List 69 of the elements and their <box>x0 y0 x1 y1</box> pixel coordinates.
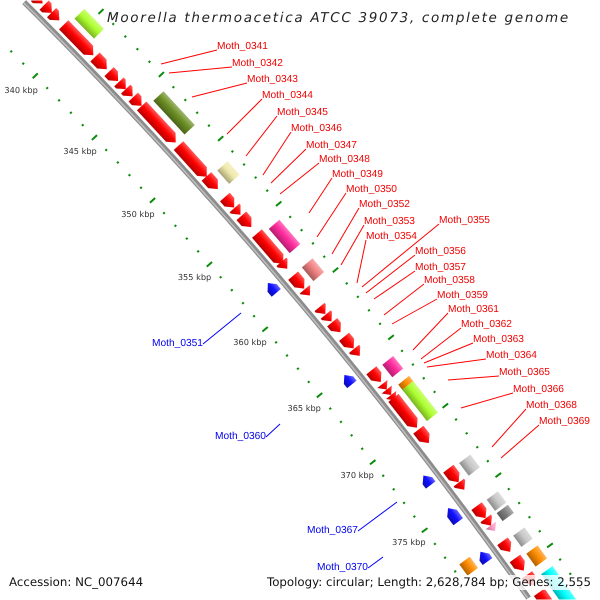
leader-line <box>366 254 416 294</box>
tick-label: 355 kbp <box>178 272 212 282</box>
leader-line <box>362 224 440 288</box>
leader-line <box>448 376 500 380</box>
gene-label: Moth_0355 <box>439 215 490 227</box>
leader-line <box>316 192 346 238</box>
leader-line <box>332 208 360 254</box>
gene-label: Moth_0342 <box>232 58 283 70</box>
tick-label: 360 kbp <box>233 337 267 348</box>
gene-label: Moth_0358 <box>424 275 475 287</box>
gene-label: Moth_0353 <box>364 216 415 228</box>
leader-line <box>192 82 248 98</box>
gene-label: Moth_0364 <box>486 350 537 362</box>
gene-label: Moth_0345 <box>277 107 328 119</box>
tick-label: 375 kbp <box>392 537 426 548</box>
leader-line <box>340 224 364 266</box>
leader-line <box>308 178 332 214</box>
gene-label: Moth_0367 <box>307 525 358 537</box>
gene-label: Moth_0366 <box>513 384 564 396</box>
gene-label: Moth_0352 <box>359 199 410 211</box>
gene-label: Moth_0343 <box>247 74 298 86</box>
gene-label: Moth_0365 <box>499 367 550 379</box>
leader-line <box>226 98 262 134</box>
gene-label: Moth_0360 <box>215 431 266 443</box>
gene-label: Moth_0368 <box>526 400 577 412</box>
leader-line <box>280 162 320 194</box>
leader-line <box>374 270 416 300</box>
gene-label: Moth_0362 <box>461 319 512 331</box>
gene-label: Moth_0344 <box>262 90 313 102</box>
leader-line <box>392 298 438 324</box>
leader-line <box>202 312 242 344</box>
leader-line <box>500 424 540 458</box>
leader-line <box>270 148 306 184</box>
tick-label: 345 kbp <box>63 146 97 156</box>
gene-label: Moth_0341 <box>217 41 268 53</box>
leader-line <box>266 424 280 438</box>
gene-label: Moth_0349 <box>332 169 383 181</box>
leader-line <box>356 240 366 284</box>
leader-line <box>492 408 526 448</box>
gene-label: Moth_0351 <box>152 338 203 350</box>
tick-label: 340 kbp <box>4 84 38 95</box>
map-title: Moorella thermoacetica ATCC 39073, complete genome <box>107 10 570 26</box>
gene-label: Moth_0346 <box>291 123 342 135</box>
leader-line <box>460 392 514 408</box>
leader-line <box>246 116 278 156</box>
leader-line <box>412 312 448 350</box>
leader-line <box>168 66 232 74</box>
gene-label: Moth_0356 <box>415 246 466 258</box>
leader-line <box>426 358 486 368</box>
leader-line <box>160 50 218 64</box>
gene-label: Moth_0369 <box>539 416 590 428</box>
tick-label: 350 kbp <box>121 208 155 219</box>
tick-label: 370 kbp <box>340 470 374 480</box>
leader-line <box>358 502 398 532</box>
gene-label: Moth_0354 <box>366 231 417 243</box>
leader-line <box>384 284 424 316</box>
gene-label: Moth_0348 <box>319 154 370 166</box>
gene-label: Moth_0350 <box>346 184 397 196</box>
leader-line <box>368 556 384 568</box>
gene-label: Moth_0359 <box>437 290 488 302</box>
gene-label: Moth_0361 <box>448 304 499 316</box>
tick-label: 365 kbp <box>287 402 321 413</box>
gene-label: Moth_0363 <box>473 334 524 346</box>
leader-line <box>420 328 462 360</box>
leader-line <box>262 132 292 176</box>
gene-label: Moth_0357 <box>415 262 466 274</box>
gene-label: Moth_0370 <box>317 562 368 574</box>
gene-label: Moth_0347 <box>306 140 357 152</box>
leader-line <box>424 342 474 364</box>
